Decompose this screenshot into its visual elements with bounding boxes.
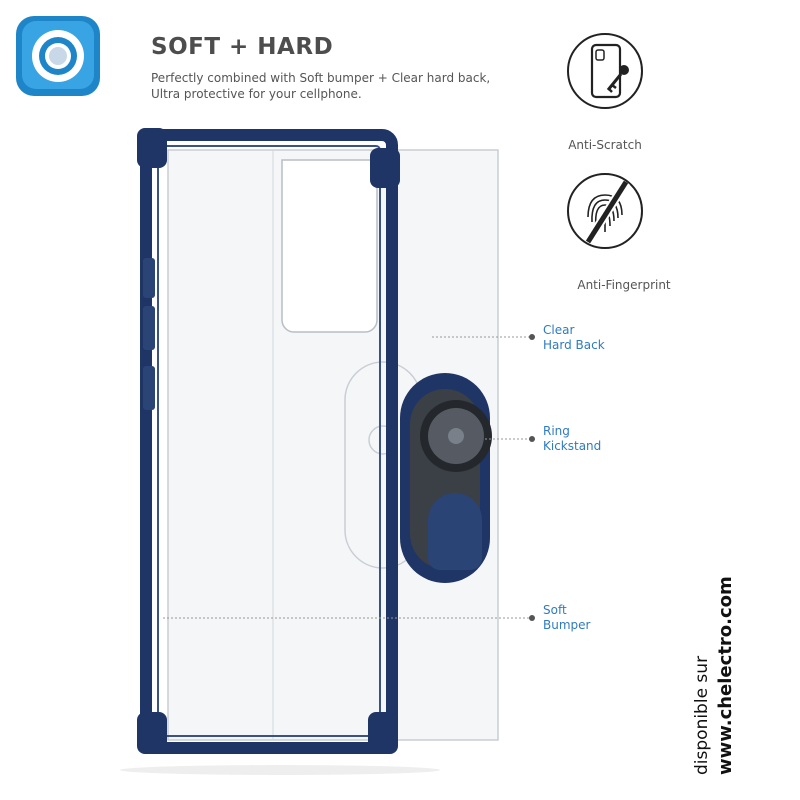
callout-line: Kickstand — [543, 439, 602, 453]
feature-label-anti-fingerprint: Anti-Fingerprint — [577, 278, 671, 292]
promo-line-1: disponible sur — [692, 655, 712, 775]
no-fingerprint-icon — [567, 173, 643, 249]
callout-line: Ring — [543, 424, 570, 438]
phone-key-icon — [567, 33, 643, 109]
page-subtitle: Perfectly combined with Soft bumper + Cl… — [151, 70, 531, 102]
callout-line: Hard Back — [543, 338, 605, 352]
callout-line: Bumper — [543, 618, 591, 632]
subtitle-line-2: Ultra protective for your cellphone. — [151, 87, 362, 101]
page-title: SOFT + HARD — [151, 34, 334, 60]
promo-text: disponible sur www.chelectro.com — [690, 576, 738, 775]
brand-logo-icon — [16, 16, 100, 96]
subtitle-line-1: Perfectly combined with Soft bumper + Cl… — [151, 71, 491, 85]
feature-label-anti-scratch: Anti-Scratch — [568, 138, 642, 152]
callout-line: Clear — [543, 323, 575, 337]
callout-clear-hard-back: Clear Hard Back — [543, 323, 605, 353]
callout-ring-kickstand: Ring Kickstand — [543, 424, 601, 454]
promo-website: www.chelectro.com — [715, 576, 736, 775]
callout-soft-bumper: Soft Bumper — [543, 603, 590, 633]
callout-line: Soft — [543, 603, 567, 617]
